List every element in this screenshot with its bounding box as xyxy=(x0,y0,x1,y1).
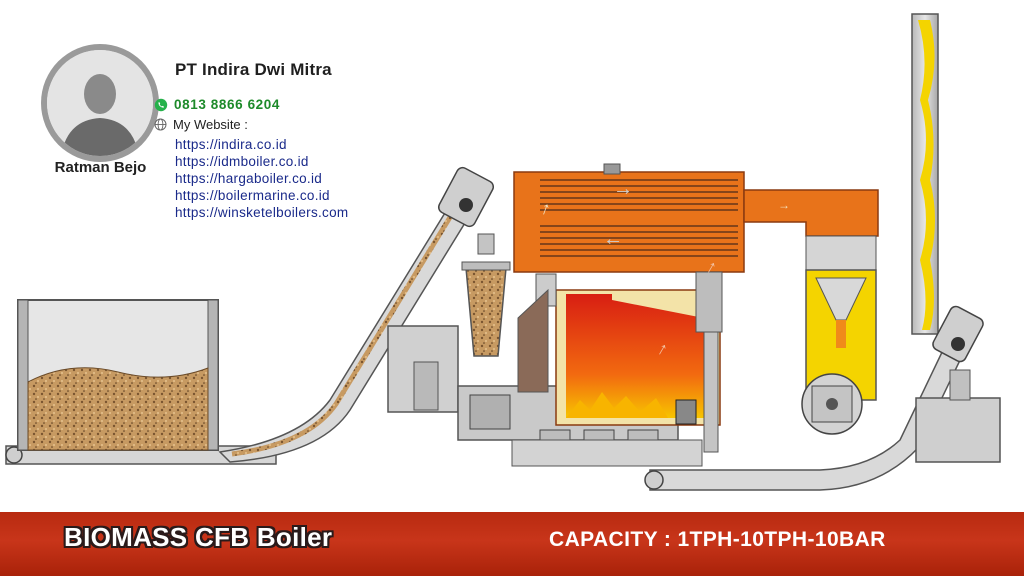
arrow-right-icon: → xyxy=(613,178,633,200)
website-link[interactable]: https://winsketelboilers.com xyxy=(175,205,349,220)
company-name: PT Indira Dwi Mitra xyxy=(175,60,332,79)
arrow-duct-icon: → xyxy=(778,198,790,212)
arrow-left-icon: ← xyxy=(603,228,623,250)
avatar xyxy=(41,44,159,162)
footer-title: BIOMASS CFB Boiler xyxy=(64,522,333,552)
website-link[interactable]: https://idmboiler.co.id xyxy=(175,154,309,169)
boiler-system-illustration xyxy=(5,13,1001,491)
ash-conveyor xyxy=(644,305,1001,491)
globe-icon xyxy=(154,118,167,131)
flue-duct xyxy=(743,189,879,237)
person-silhouette-icon xyxy=(47,50,153,156)
induced-draft-fan xyxy=(801,373,863,435)
inclined-conveyor-1 xyxy=(218,166,495,463)
whatsapp-icon xyxy=(154,98,168,111)
capacity-label: CAPACITY : 1TPH-10TPH-10BAR xyxy=(549,528,886,551)
boiler-diagram xyxy=(5,13,1001,491)
contact-card: Ratman Bejo PT Indira Dwi Mitra 0813 886… xyxy=(33,34,376,230)
website-link[interactable]: https://indira.co.id xyxy=(175,137,287,152)
website-label-row: My Website : xyxy=(154,117,248,132)
website-label: My Website : xyxy=(173,117,248,132)
chimney xyxy=(911,13,939,335)
website-link[interactable]: https://hargaboiler.co.id xyxy=(175,171,323,186)
biomass-storage-bin xyxy=(17,299,219,451)
website-link[interactable]: https://boilermarine.co.id xyxy=(175,188,330,203)
cfb-boiler xyxy=(513,163,745,453)
feed-hopper xyxy=(461,261,511,357)
website-list: https://indira.co.id https://idmboiler.c… xyxy=(175,136,348,221)
person-name: Ratman Bejo xyxy=(54,159,147,176)
avatar-photo xyxy=(47,50,153,156)
footer-banner: BIOMASS CFB Boiler CAPACITY : 1TPH-10TPH… xyxy=(0,512,1024,576)
phone-number[interactable]: 0813 8866 6204 xyxy=(174,97,280,112)
phone-row: 0813 8866 6204 xyxy=(154,97,280,112)
